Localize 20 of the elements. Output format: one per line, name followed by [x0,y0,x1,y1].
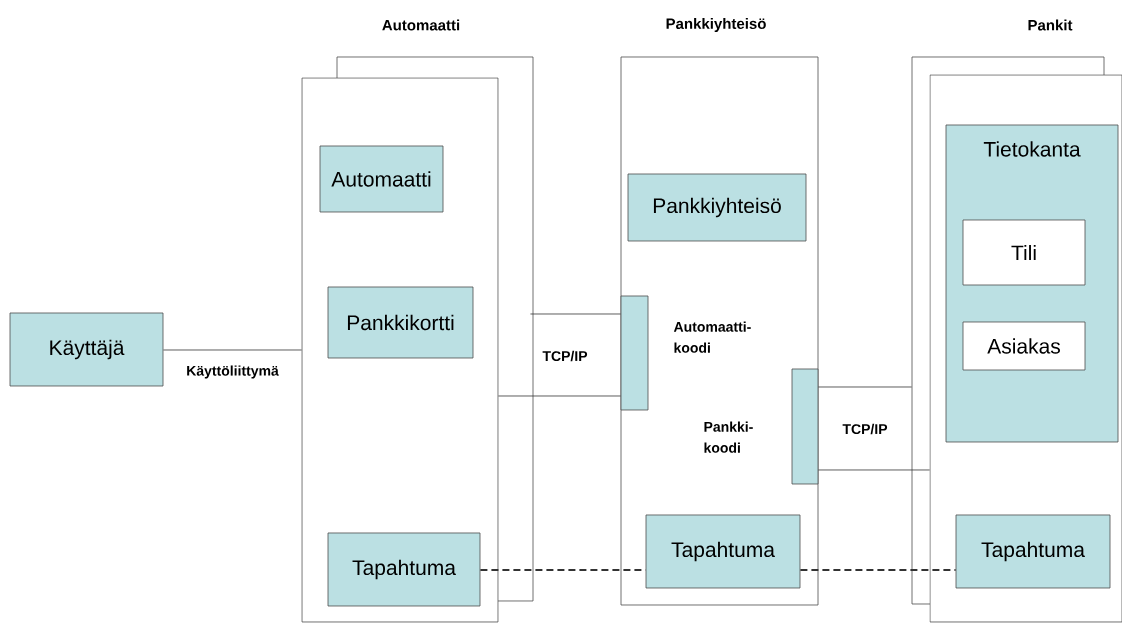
panel-heading: Automaatti [382,19,460,31]
edge-label: Käyttöliittymä [185,364,280,380]
connector [818,386,912,388]
box: Tili [962,219,1086,286]
bar-caption: Pankki- koodi [704,421,753,453]
bar-caption: Automaatti- koodi [673,321,751,353]
panel-heading: Pankkiyhteisö [666,18,766,32]
box: Asiakas [962,321,1086,371]
connector [498,395,621,397]
connector [818,469,930,471]
protocol-label: TCP/IP [542,350,588,362]
box: Käyttäjä [9,312,164,387]
box: Tapahtuma [645,514,801,589]
box: Tapahtuma [955,514,1111,589]
box: Pankkiyhteisö [627,173,807,242]
panel-heading: Pankit [1028,19,1073,31]
connector [799,569,957,571]
protocol-label: TCP/IP [842,423,888,435]
connector [530,313,621,315]
connector [163,349,302,351]
